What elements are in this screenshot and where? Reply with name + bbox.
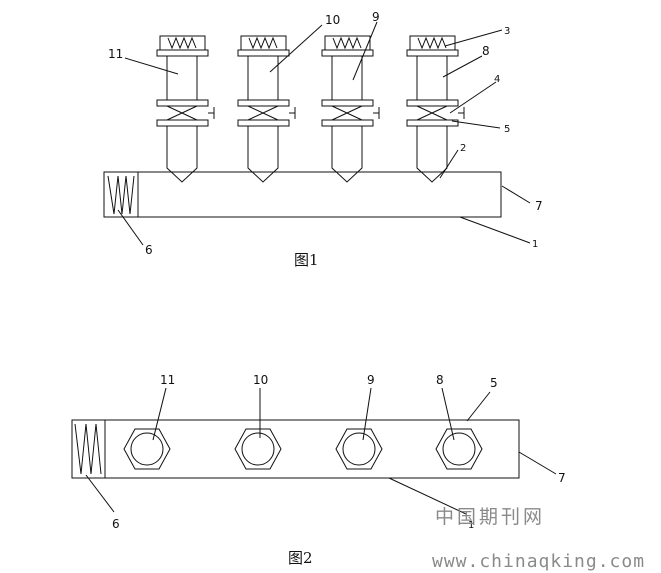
label-8: 8 (482, 44, 490, 58)
hex-outlet (335, 428, 383, 470)
threaded-inlet-top (74, 420, 106, 478)
hex-outlet (435, 428, 483, 470)
label-7: 7 (535, 199, 543, 213)
hex-outlet (123, 428, 171, 470)
label-1: 1 (532, 239, 538, 250)
leader-lines-fig2 (85, 387, 557, 515)
label-1: 1 (468, 520, 474, 531)
label-7: 7 (558, 471, 566, 485)
label-9: 9 (367, 373, 375, 387)
label-2: 2 (460, 143, 466, 154)
label-5: 5 (490, 376, 498, 390)
label-10: 10 (253, 373, 268, 387)
label-8: 8 (436, 373, 444, 387)
branch-outlet (321, 35, 380, 183)
leader-lines-fig1 (117, 21, 531, 246)
branch-outlet (156, 35, 215, 183)
manifold-body-top (71, 419, 520, 479)
figure-1-caption: 图1 (294, 251, 319, 269)
branch-outlet (406, 35, 465, 183)
branch-outlet (237, 35, 296, 183)
label-6: 6 (145, 243, 153, 257)
manifold-body (103, 171, 502, 218)
watermark-url: www.chinaqking.com (432, 551, 645, 572)
figure-2: 11 10 9 8 5 7 1 6 图2 (71, 373, 566, 567)
label-11: 11 (108, 47, 123, 61)
watermark: 中国期刊网 www.chinaqking.com (432, 506, 645, 572)
threaded-inlet (107, 172, 139, 217)
figure-2-caption: 图2 (288, 549, 313, 567)
label-9: 9 (372, 10, 380, 24)
label-11: 11 (160, 373, 175, 387)
label-10: 10 (325, 13, 340, 27)
figure-1: 11 10 9 3 8 4 5 2 7 1 6 图1 (103, 10, 543, 269)
watermark-cn: 中国期刊网 (435, 506, 545, 528)
label-5: 5 (504, 124, 510, 135)
label-6: 6 (112, 517, 120, 531)
hex-outlet (234, 428, 282, 470)
label-4: 4 (494, 74, 500, 85)
label-3: 3 (504, 26, 510, 37)
